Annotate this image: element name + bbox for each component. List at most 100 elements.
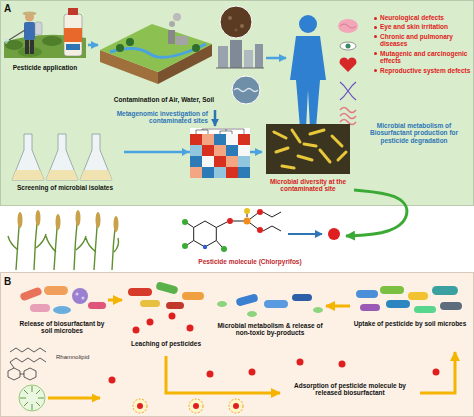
bullet-dot <box>374 52 377 55</box>
water-sample <box>232 76 260 104</box>
micelle-part <box>48 397 100 400</box>
heatmap-part <box>214 156 226 167</box>
rice-plants <box>8 210 119 270</box>
microscope-image-part <box>274 130 346 168</box>
annotation-text: Metagenomic investigation of contaminate… <box>117 110 208 124</box>
farmer-figure-part <box>5 40 23 50</box>
caption-text: Release of biosurfactant by soil microbe… <box>20 320 105 334</box>
adsorbed-micelles-part <box>229 399 243 413</box>
pesticide-bottle <box>64 8 82 56</box>
heatmap <box>182 128 250 178</box>
uptake-microbes-part <box>380 286 404 294</box>
uptake-microbes-part <box>360 304 380 311</box>
flow-arrow <box>326 305 350 308</box>
rhamnolipid-structure-part <box>8 368 20 380</box>
organ-icons-part <box>340 82 356 100</box>
microscope-image-part-part <box>332 136 342 146</box>
label-box: Rhamnolipid <box>56 354 108 361</box>
rhamnolipid-structure-part <box>10 358 46 362</box>
text-group: B <box>4 276 18 288</box>
uptake-microbes-part <box>432 286 458 295</box>
panel-ground-part <box>1 273 474 417</box>
heatmap-part <box>190 156 202 167</box>
microscope-image <box>266 124 350 174</box>
rhamnolipid-structure-part <box>10 348 46 352</box>
text-group: Screening of microbial isolates <box>6 184 124 191</box>
chlorpyrifos-structure-part <box>257 209 263 215</box>
landscape-island-part <box>176 36 188 45</box>
illustration-group: Neurological defectsEye and skin irritat… <box>286 8 472 132</box>
culture-flasks-part <box>46 134 78 180</box>
metabolism-microbes-part <box>217 301 227 307</box>
flow-arrow <box>166 356 280 393</box>
city-buildings-part <box>230 40 242 68</box>
microscope-image-part-part <box>320 150 330 162</box>
adsorbed-micelles-part <box>233 403 239 409</box>
chlorpyrifos-structure-part-part <box>233 221 244 222</box>
heatmap-part <box>202 134 214 145</box>
adsorbed-micelles-part <box>137 403 143 409</box>
pesticide-dot-part <box>288 233 322 235</box>
culture-flasks-part <box>12 134 44 180</box>
chlorpyrifos-structure-part <box>244 218 251 225</box>
text-row: Microbial diversity at the contaminated … <box>262 178 354 193</box>
chlorpyrifos-structure-part-part <box>263 212 281 217</box>
soil-microbes <box>19 286 106 314</box>
caption-text: Pesticide application <box>13 64 78 71</box>
leaching-microbes-part <box>155 281 178 294</box>
soil-microbes-part <box>88 302 106 309</box>
text-row: Screening of microbial isolates <box>6 184 124 191</box>
human-figure-part <box>290 36 326 128</box>
text-group: Pesticide application <box>2 64 88 71</box>
flow-arrow <box>346 190 407 236</box>
text-row: Mutagenic and carcinogenic effects <box>374 50 472 65</box>
text-group: Adsorption of pesticide molecule by rele… <box>280 382 420 397</box>
chlorpyrifos-structure-part-part <box>216 222 227 228</box>
text-group: Contamination of Air, Water, Soil <box>98 96 230 103</box>
text-group: Neurological defectsEye and skin irritat… <box>374 14 472 76</box>
adsorbed-micelles-part <box>189 399 203 413</box>
text-row: Adsorption of pesticide molecule by rele… <box>280 382 420 397</box>
soil-microbes-part <box>82 297 85 300</box>
uptake-microbes-part <box>386 300 410 308</box>
micelle <box>19 385 100 411</box>
chlorpyrifos-structure-part-part <box>263 226 281 231</box>
organ-icons-part <box>340 108 356 125</box>
heatmap-part <box>196 129 244 134</box>
farmer-figure-part <box>42 36 62 46</box>
caption-text: Screening of microbial isolates <box>17 184 113 191</box>
chlorpyrifos-structure-part-part <box>250 213 258 219</box>
heatmap-part <box>202 145 214 156</box>
text-row: Uptake of pesticide by soil microbes <box>350 320 470 327</box>
micelle-part-part <box>36 390 40 394</box>
metagenomic-arrow <box>215 110 216 126</box>
human-figure-part <box>299 15 317 33</box>
pesticide-dots-part <box>133 327 140 334</box>
pesticide-dots-part <box>169 313 176 320</box>
pesticide-bottle-part <box>68 8 78 15</box>
chlorpyrifos-structure-part <box>187 212 281 247</box>
text-row: Reproductive system defects <box>374 67 472 74</box>
culture-flasks-part <box>80 134 112 180</box>
bullet-dot <box>374 26 377 29</box>
illustration-group: Microbial diversity at the contaminated … <box>262 122 354 204</box>
landscape-island <box>100 13 212 84</box>
annotation-text: Rhamnolipid <box>56 354 89 360</box>
city-buildings <box>216 40 264 68</box>
micelle-part-part <box>32 386 33 392</box>
farmer-figure-part <box>23 12 37 16</box>
adsorbed-micelles <box>133 399 243 413</box>
culture-flasks <box>12 134 112 180</box>
micelle-part <box>19 385 45 411</box>
text-row: Microbial metabolism & release of non-to… <box>214 322 326 337</box>
micelle-part <box>20 386 44 410</box>
illustration-group: Screening of microbial isolates <box>6 130 124 200</box>
landscape-island-part <box>192 44 200 52</box>
text-group: Microbial metabolism & release of non-to… <box>214 322 326 337</box>
soil-microbes-part <box>53 306 71 314</box>
panel-band: Release of biosurfactant by soil microbe… <box>0 272 474 417</box>
flow-arrow <box>108 299 122 302</box>
landscape-island-part <box>169 21 175 27</box>
